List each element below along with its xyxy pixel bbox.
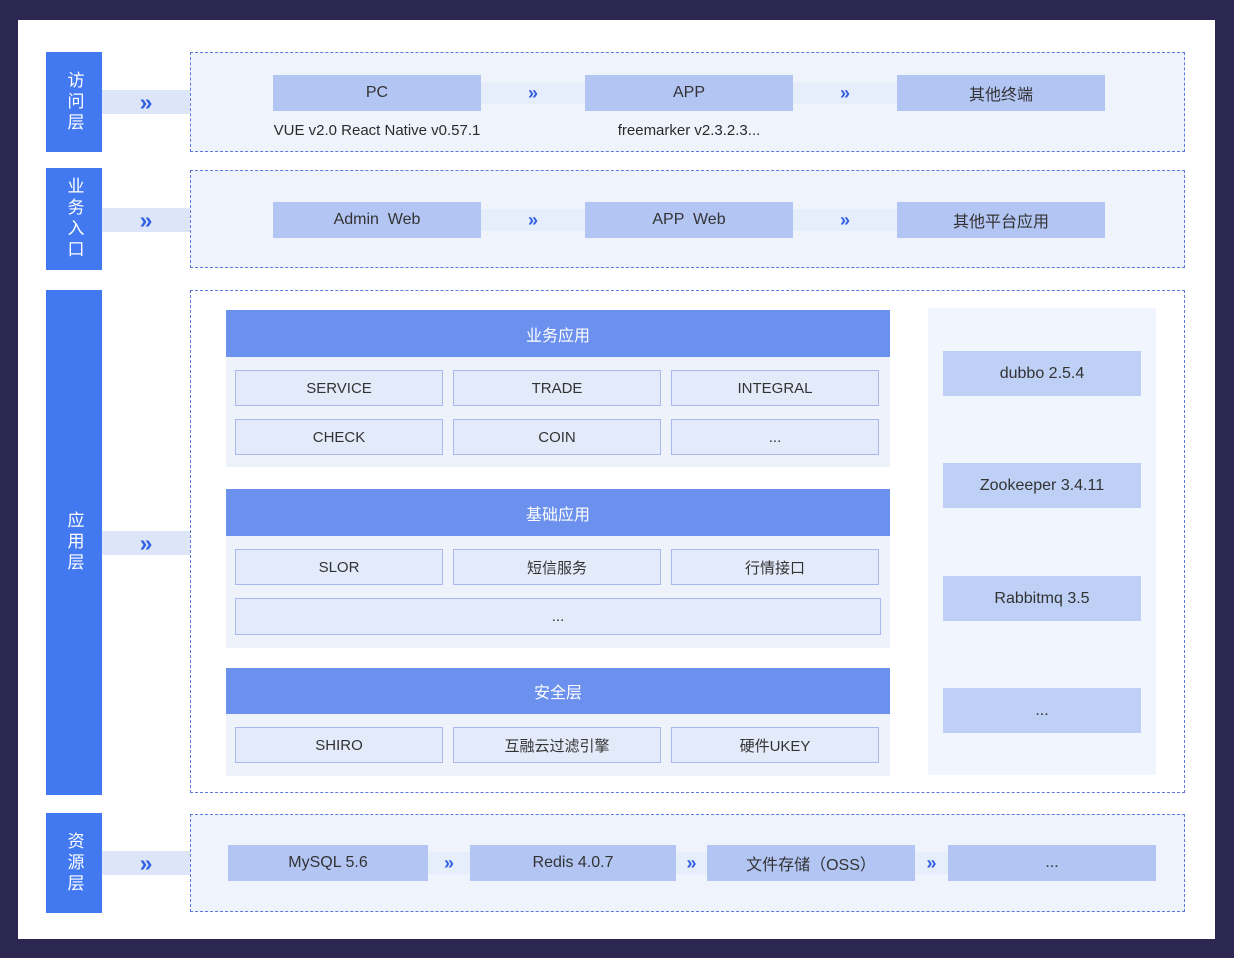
- business-entry-panel: Admin Web » APP Web » 其他平台应用: [190, 170, 1185, 268]
- flow-connector: »: [915, 852, 948, 874]
- layer-label: 访问层: [64, 70, 84, 134]
- node-app-web: APP Web: [585, 202, 793, 238]
- flow-connector: »: [102, 531, 190, 555]
- item-trade: TRADE: [453, 370, 661, 406]
- item-more-wide: ...: [235, 598, 881, 635]
- node-pc: PC: [273, 75, 481, 111]
- middleware-dubbo: dubbo 2.5.4: [943, 351, 1141, 396]
- section-body-business-apps: SERVICE TRADE INTEGRAL CHECK COIN ...: [226, 357, 890, 467]
- item-coin: COIN: [453, 419, 661, 455]
- layer-bar-access: 访问层: [46, 52, 102, 152]
- item-sms-service: 短信服务: [453, 549, 661, 585]
- item-hurongyun-filter-engine: 互融云过滤引擎: [453, 727, 661, 763]
- layer-label: 应用层: [64, 511, 84, 574]
- layer-bar-business-entry: 业务入口: [46, 168, 102, 270]
- node-other-terminal: 其他终端: [897, 75, 1105, 111]
- item-market-interface: 行情接口: [671, 549, 879, 585]
- flow-connector: »: [676, 852, 707, 874]
- section-header-security: 安全层: [226, 668, 890, 714]
- item-slor: SLOR: [235, 549, 443, 585]
- middleware-rabbitmq: Rabbitmq 3.5: [943, 576, 1141, 621]
- middleware-panel: dubbo 2.5.4 Zookeeper 3.4.11 Rabbitmq 3.…: [928, 308, 1156, 775]
- flow-connector: »: [793, 209, 897, 231]
- node-mysql: MySQL 5.6: [228, 845, 428, 881]
- item-integral: INTEGRAL: [671, 370, 879, 406]
- layer-label: 资源层: [64, 831, 84, 895]
- app-frameworks-label: freemarker v2.3.2.3...: [617, 121, 761, 139]
- item-check: CHECK: [235, 419, 443, 455]
- section-header-basic-apps: 基础应用: [226, 489, 890, 536]
- layer-label: 业务入口: [64, 177, 84, 261]
- access-layer-panel: PC » APP » 其他终端 VUE v2.0 React Native v0…: [190, 52, 1185, 152]
- resource-layer-panel: MySQL 5.6 » Redis 4.0.7 » 文件存储（OSS） » ..…: [190, 814, 1185, 912]
- middleware-zookeeper: Zookeeper 3.4.11: [943, 463, 1141, 508]
- section-body-security: SHIRO 互融云过滤引擎 硬件UKEY: [226, 714, 890, 776]
- layer-bar-resource: 资源层: [46, 813, 102, 913]
- node-file-storage-oss: 文件存储（OSS）: [707, 845, 915, 881]
- flow-connector: »: [481, 209, 585, 231]
- item-shiro: SHIRO: [235, 727, 443, 763]
- application-layer-panel: 业务应用 SERVICE TRADE INTEGRAL CHECK COIN .…: [190, 290, 1185, 793]
- item-service: SERVICE: [235, 370, 443, 406]
- node-redis: Redis 4.0.7: [470, 845, 676, 881]
- node-admin-web: Admin Web: [273, 202, 481, 238]
- middleware-more: ...: [943, 688, 1141, 733]
- section-body-basic-apps: SLOR 短信服务 行情接口 ...: [226, 536, 890, 648]
- node-other-platform-apps: 其他平台应用: [897, 202, 1105, 238]
- layer-bar-application: 应用层: [46, 290, 102, 795]
- item-more: ...: [671, 419, 879, 455]
- flow-connector: »: [481, 82, 585, 104]
- flow-connector: »: [428, 852, 470, 874]
- flow-connector: »: [102, 208, 190, 232]
- flow-connector: »: [793, 82, 897, 104]
- node-app: APP: [585, 75, 793, 111]
- item-hardware-ukey: 硬件UKEY: [671, 727, 879, 763]
- pc-frameworks-label: VUE v2.0 React Native v0.57.1: [273, 121, 481, 139]
- flow-connector: »: [102, 90, 190, 114]
- node-more: ...: [948, 845, 1156, 881]
- flow-connector: »: [102, 851, 190, 875]
- section-header-business-apps: 业务应用: [226, 310, 890, 357]
